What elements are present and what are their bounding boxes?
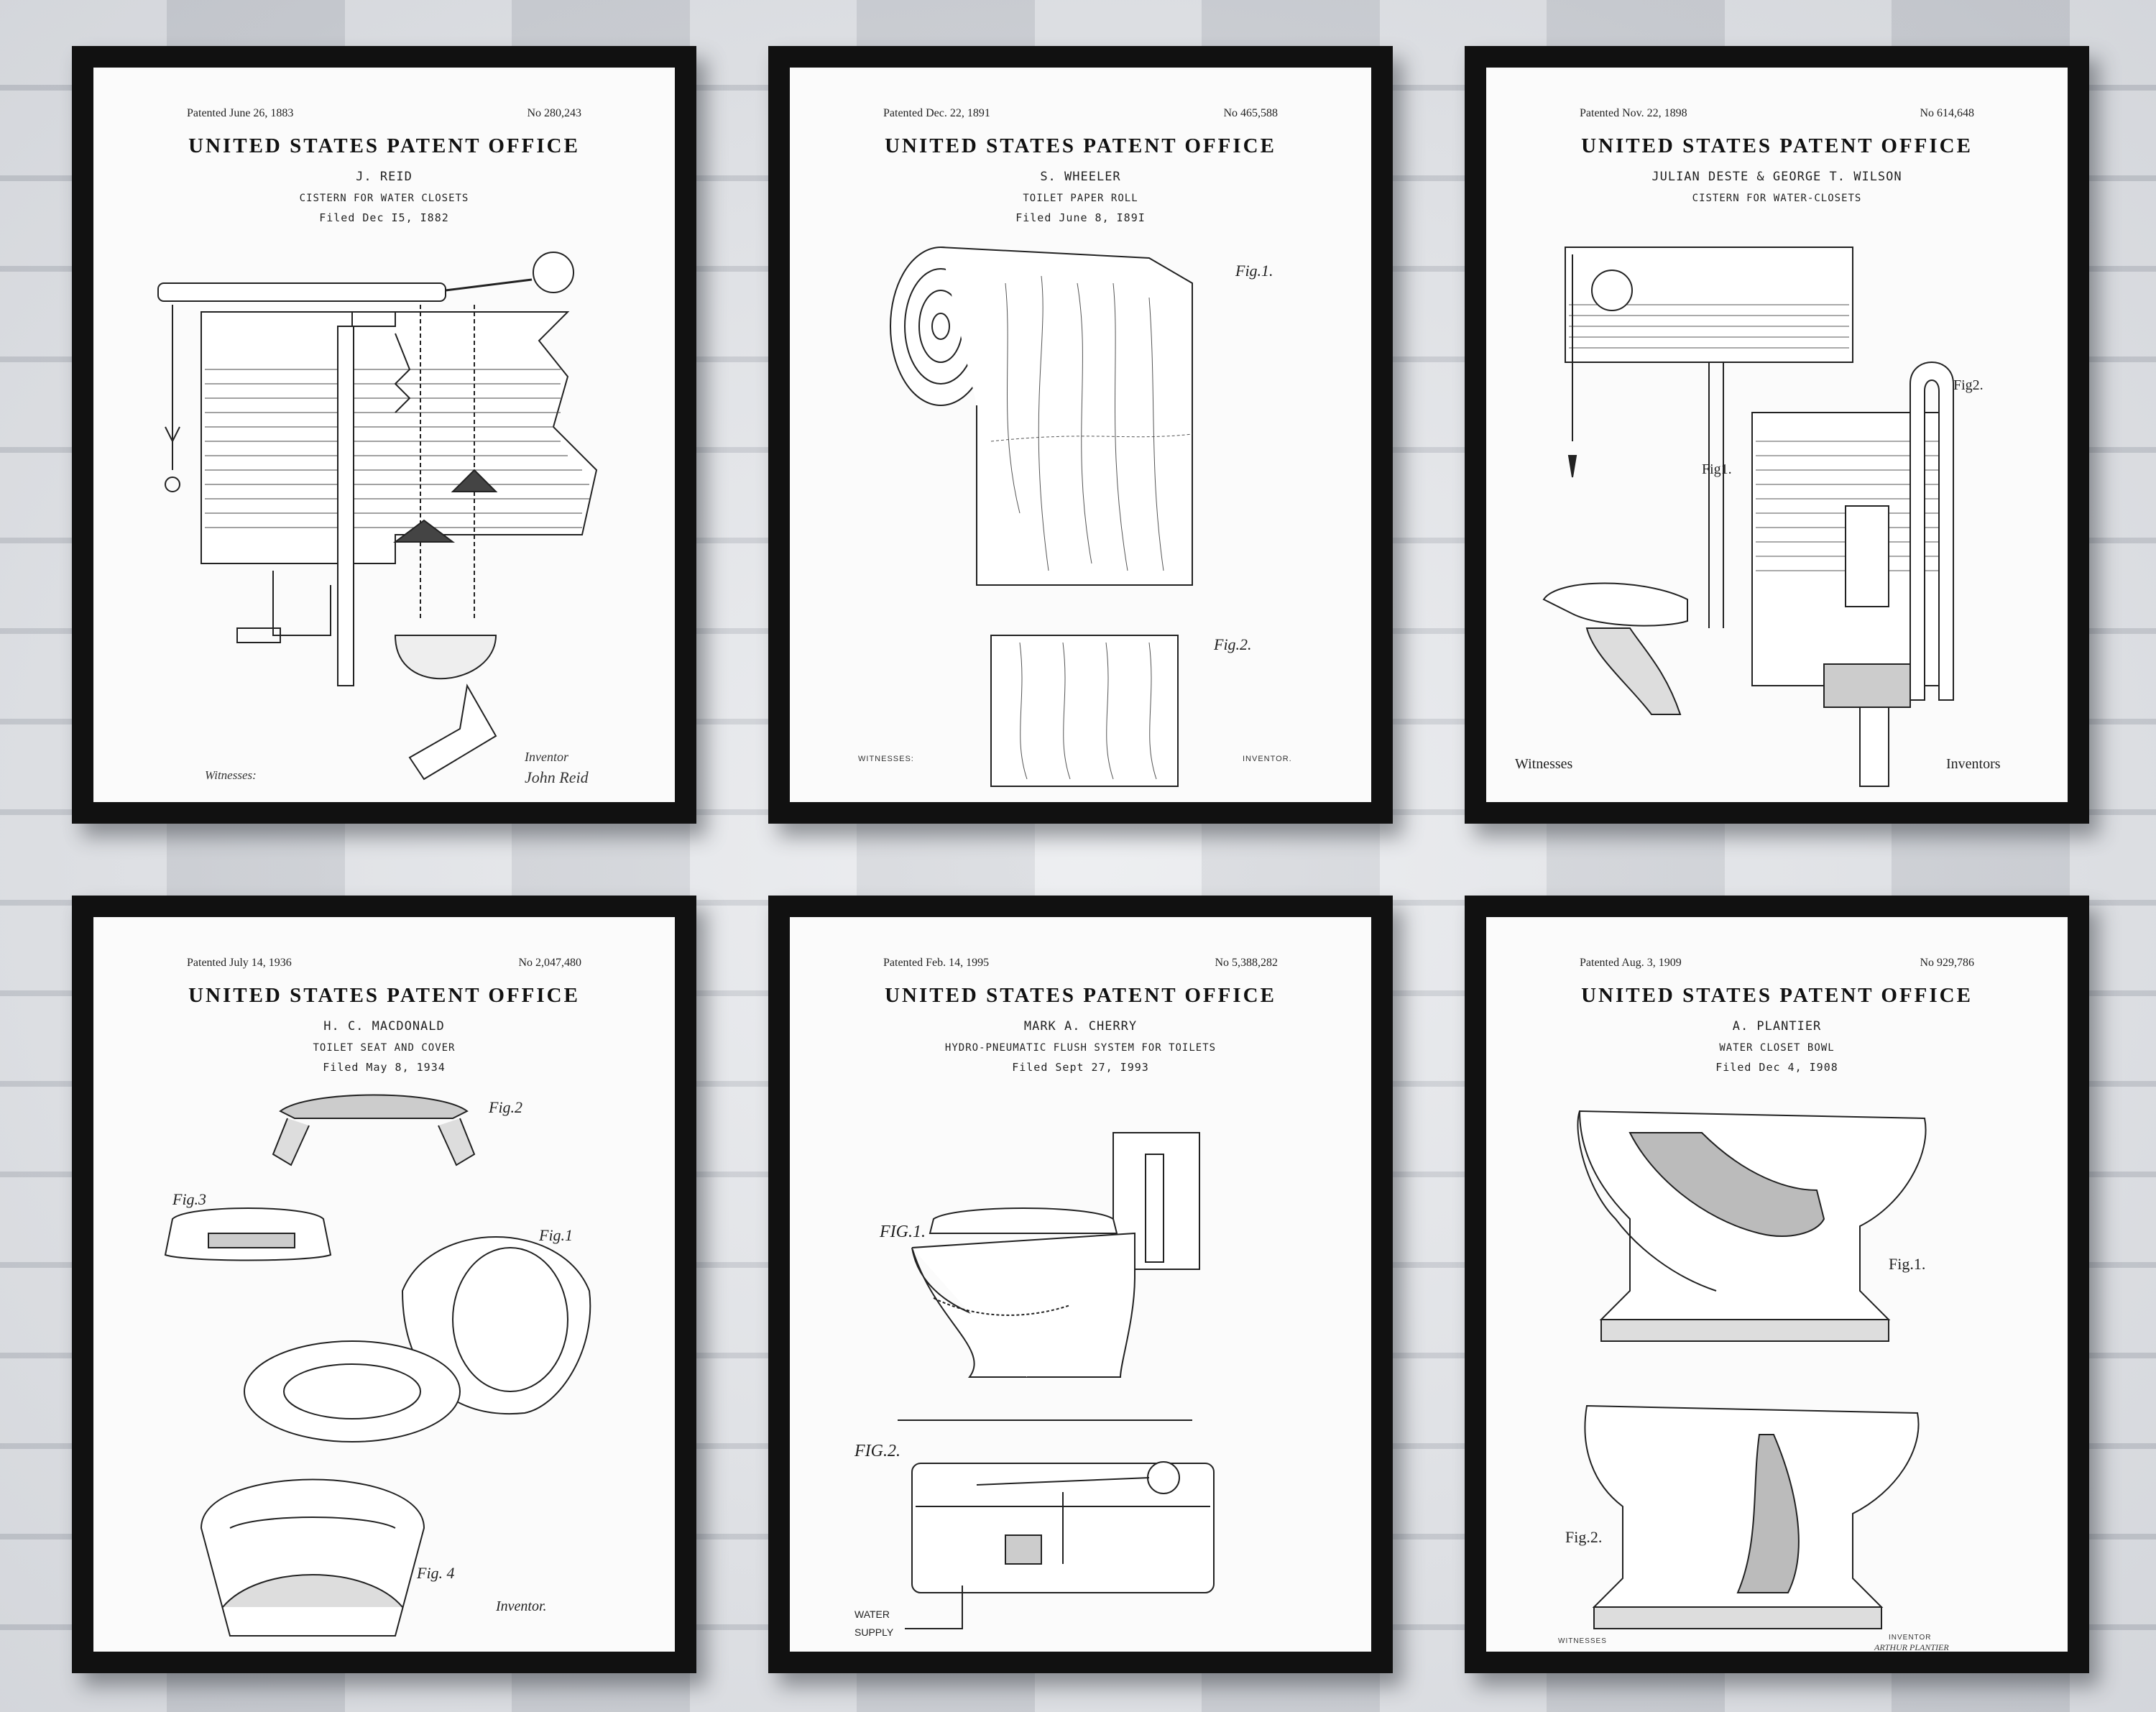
patent-number: No 465,588 [1223,107,1278,119]
svg-text:Fig.2: Fig.2 [488,1098,522,1116]
inventor-name: MARK A. CHERRY [1023,1019,1138,1034]
svg-text:Fig.3: Fig.3 [172,1190,206,1208]
svg-text:Inventor: Inventor [524,750,569,764]
svg-text:Inventors: Inventors [1946,756,2001,772]
patent-header-row: Patented July 14, 1936 No 2,047,480 [187,957,581,970]
print-paper: Patented Aug. 3, 1909 No 929,786 UNITED … [1486,917,2068,1652]
svg-text:Witnesses: Witnesses [1515,756,1573,772]
svg-text:Fig1.: Fig1. [1702,461,1732,477]
patent-header-row: Patented Feb. 14, 1995 No 5,388,282 [883,957,1278,970]
filed-date: Filed Dec I5, I882 [319,211,449,224]
svg-text:INVENTOR: INVENTOR [1889,1634,1932,1642]
fig1-label: Fig.1. [1235,262,1273,280]
frame-flush-system: Patented Feb. 14, 1995 No 5,388,282 UNIT… [768,896,1393,1673]
patent-header-row: Patented Aug. 3, 1909 No 929,786 [1580,957,1974,970]
patent-date: Patented Nov. 22, 1898 [1580,107,1687,119]
patent-office-heading: UNITED STATES PATENT OFFICE [885,134,1276,157]
svg-text:Fig.1: Fig.1 [538,1226,573,1244]
print-paper: Patented Feb. 14, 1995 No 5,388,282 UNIT… [790,917,1371,1652]
patent-header-row: Patented Nov. 22, 1898 No 614,648 [1580,107,1974,120]
filed-date: Filed Dec 4, I908 [1715,1061,1838,1074]
svg-text:FIG.2.: FIG.2. [854,1442,900,1460]
patent-date: Patented Feb. 14, 1995 [883,957,990,969]
frame-cistern-deste-wilson: Patented Nov. 22, 1898 No 614,648 UNITED… [1465,46,2089,824]
inventor-name: A. PLANTIER [1732,1019,1822,1034]
svg-text:Fig.1.: Fig.1. [1889,1255,1925,1273]
svg-text:Fig2.: Fig2. [1953,377,1984,393]
svg-text:ARTHUR PLANTIER: ARTHUR PLANTIER [1874,1642,1949,1652]
cistern-drawing: Witnesses: Inventor John Reid [157,252,598,786]
svg-text:Witnesses:: Witnesses: [205,768,257,782]
patent-number: No 5,388,282 [1215,957,1278,969]
cistern-wilson-drawing: Fig1. Fig2. Witnesses Inventors [1515,247,2001,787]
print-paper: Patented Dec. 22, 1891 No 465,588 UNITED… [790,68,1371,802]
svg-text:Inventor.: Inventor. [495,1598,547,1614]
svg-text:SUPPLY: SUPPLY [854,1626,894,1638]
svg-text:Fig. 4: Fig. 4 [416,1564,455,1582]
patent-title: HYDRO-PNEUMATIC FLUSH SYSTEM FOR TOILETS [944,1042,1217,1054]
frame-cistern-reid: Patented June 26, 1883 No 280,243 UNITED… [72,46,696,824]
bowl-drawing: Fig.1. Fig.2. WITNESSES INVENTOR ARTHUR … [1558,1110,1949,1652]
patent-date: Patented Aug. 3, 1909 [1580,957,1682,969]
fig2-label: Fig.2. [1213,635,1252,653]
svg-text:Fig.2.: Fig.2. [1565,1528,1602,1546]
print-paper: Patented July 14, 1936 No 2,047,480 UNIT… [93,917,675,1652]
paper-roll-drawing: Fig.1. Fig.2. WITNESSES: INVENTOR. [858,247,1292,787]
patent-number: No 2,047,480 [518,957,581,969]
filed-date: Filed Sept 27, I993 [1012,1061,1149,1074]
patent-title: TOILET SEAT AND COVER [313,1042,456,1054]
flush-system-drawing: FIG.1. FIG.2. WATER SUPPLY [854,1132,1215,1638]
patent-title: CISTERN FOR WATER-CLOSETS [1692,193,1862,204]
filed-date: Filed May 8, 1934 [323,1061,446,1074]
frame-toilet-paper-roll: Patented Dec. 22, 1891 No 465,588 UNITED… [768,46,1393,824]
patent-office-heading: UNITED STATES PATENT OFFICE [885,984,1276,1007]
patent-number: No 614,648 [1920,107,1974,119]
patent-office-heading: UNITED STATES PATENT OFFICE [1581,134,1973,157]
svg-text:John Reid: John Reid [525,768,589,786]
inventor-name: H. C. MACDONALD [323,1019,445,1034]
patent-title: CISTERN FOR WATER CLOSETS [299,193,469,204]
frame-water-closet-bowl: Patented Aug. 3, 1909 No 929,786 UNITED … [1465,896,2089,1673]
frame-toilet-seat: Patented July 14, 1936 No 2,047,480 UNIT… [72,896,696,1673]
print-paper: Patented Nov. 22, 1898 No 614,648 UNITED… [1486,68,2068,802]
toilet-seat-drawing: Fig.2 Fig.3 Fig.1 Fig. 4 Inventor. [164,1094,591,1637]
svg-text:INVENTOR.: INVENTOR. [1243,755,1292,763]
inventor-name: JULIAN DESTE & GEORGE T. WILSON [1651,170,1902,184]
patent-date: Patented July 14, 1936 [187,957,292,969]
svg-text:FIG.1.: FIG.1. [879,1223,926,1241]
patent-title: TOILET PAPER ROLL [1023,193,1138,204]
patent-office-heading: UNITED STATES PATENT OFFICE [1581,984,1973,1007]
inventor-name: S. WHEELER [1040,170,1121,184]
svg-text:WITNESSES: WITNESSES [1558,1637,1607,1645]
patent-date: Patented Dec. 22, 1891 [883,107,990,119]
filed-date: Filed June 8, I89I [1015,211,1146,224]
svg-text:WATER: WATER [854,1609,890,1620]
inventor-name: J. REID [356,170,413,184]
patent-office-heading: UNITED STATES PATENT OFFICE [188,134,580,157]
patent-header-row: Patented June 26, 1883 No 280,243 [187,107,581,120]
svg-text:WITNESSES:: WITNESSES: [858,755,914,763]
patent-office-heading: UNITED STATES PATENT OFFICE [188,984,580,1007]
print-paper: Patented June 26, 1883 No 280,243 UNITED… [93,68,675,802]
patent-date: Patented June 26, 1883 [187,107,294,119]
patent-number: No 280,243 [527,107,581,119]
patent-header-row: Patented Dec. 22, 1891 No 465,588 [883,107,1278,120]
patent-number: No 929,786 [1920,957,1974,969]
patent-title: WATER CLOSET BOWL [1719,1042,1835,1054]
